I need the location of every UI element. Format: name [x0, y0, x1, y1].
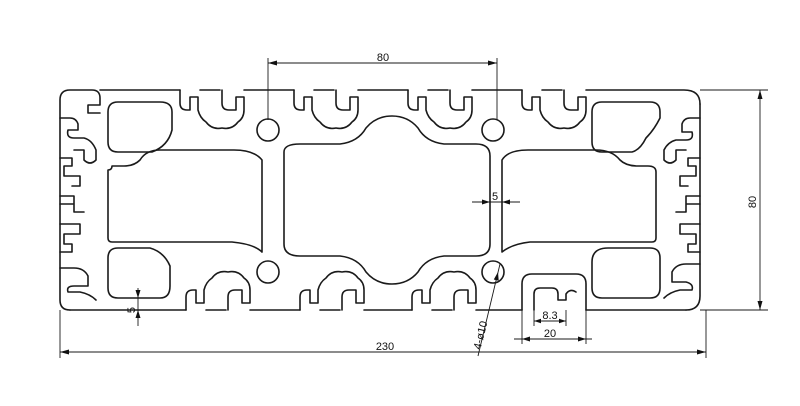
dim-web-thickness-label: 5 [492, 191, 498, 203]
dimension-overall-230: 230 [59, 310, 707, 358]
hole-top-left [256, 118, 280, 142]
dim-slot-opening-label: 8.3 [542, 310, 557, 322]
bottom-t-slots [185, 270, 587, 311]
hole-bottom-left [256, 260, 280, 284]
dimension-slot-pitch: 20 [514, 310, 592, 344]
dimension-web-5: 5 [472, 191, 520, 205]
corner-pockets [107, 101, 661, 299]
dimension-right-80: 80 [700, 89, 768, 311]
dimension-slot-opening: 8.3 [533, 310, 567, 326]
dimension-top-80: 80 [267, 52, 498, 120]
left-side-slots [59, 117, 97, 301]
dim-wall-thickness-label: 5 [126, 307, 138, 313]
dim-slot-pitch-label: 20 [544, 328, 556, 340]
hole-top-right [481, 118, 505, 142]
main-cavities [107, 115, 657, 285]
outer-contour [59, 89, 701, 311]
hole-bottom-right [481, 260, 505, 284]
dim-top-width-label: 80 [377, 52, 389, 64]
top-t-slots [179, 89, 587, 130]
dim-overall-width-label: 230 [376, 341, 394, 353]
dim-holes-label: 4-ø10 [472, 320, 491, 351]
right-side-slots [663, 117, 701, 299]
dimension-wall-5: 5 [126, 288, 141, 326]
dim-right-height-label: 80 [747, 196, 759, 208]
